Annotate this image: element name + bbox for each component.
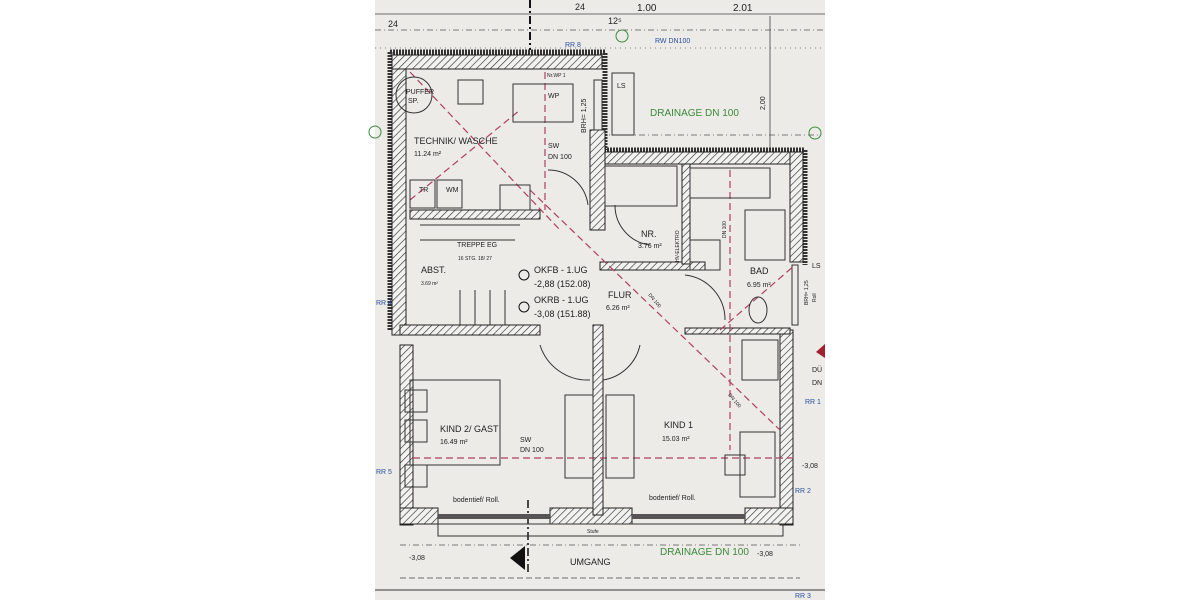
sewer-label: SW <box>548 143 560 150</box>
pipe-label: RR 1 <box>805 399 821 406</box>
fixture-label: PUFFER <box>406 89 434 96</box>
fixture-label: WP <box>548 93 560 100</box>
room-area: 16.49 m² <box>440 439 468 446</box>
grid-marker-icon <box>808 126 822 140</box>
level-marker-icon <box>518 301 530 313</box>
room-name: TECHNIK/ WASCHE <box>414 136 498 146</box>
grid-marker-icon <box>368 125 382 139</box>
sewer-lines <box>409 71 796 459</box>
fixture-label: Nr.WP 1 <box>547 73 566 79</box>
room-area: 11.24 m² <box>414 151 442 158</box>
stairs-label: TREPPE EG <box>457 242 497 249</box>
room-area: 15.03 m² <box>662 436 690 443</box>
level-value: -2,88 (152.08) <box>534 279 591 289</box>
room-name: NR. <box>641 229 657 239</box>
dim-label: 2.01 <box>733 3 753 14</box>
dimension-lines <box>368 0 825 591</box>
drainage-label: DRAINAGE DN 100 <box>660 547 749 558</box>
grid-marker-icon <box>615 29 629 43</box>
pipe-label: RR 4 <box>376 300 392 307</box>
fixture-label: HV-ELEKTRO <box>675 230 681 262</box>
pipe-label: RW DN100 <box>655 38 690 45</box>
windows <box>437 79 799 537</box>
room-name: KIND 1 <box>664 420 693 430</box>
fixture-label: Roll <box>812 293 818 302</box>
fixtures <box>395 72 825 498</box>
room-area: 3.76 m² <box>638 243 662 250</box>
pipe-label: RR 5 <box>376 469 392 476</box>
room-name: UMGANG <box>570 557 611 567</box>
dim-label: 12⁵ <box>608 16 622 26</box>
level-value: -3,08 <box>409 555 425 562</box>
room-name: FLUR <box>608 290 632 300</box>
dim-label: 1.00 <box>637 3 657 14</box>
fixture-label: LS <box>812 263 821 270</box>
pipe-label: RR 2 <box>795 488 811 495</box>
fixture-label: TR <box>419 187 428 194</box>
window-label: bodentief/ Roll. <box>453 497 500 504</box>
pipe-label: RR 8 <box>565 42 581 49</box>
step-label: Stufe <box>587 529 599 535</box>
level-label: OKRB - 1.UG <box>534 295 589 305</box>
fixture-label: LS <box>617 83 626 90</box>
fixture-label: BRH= 1,25 <box>804 280 810 305</box>
fixture-label: WM <box>446 187 459 194</box>
level-marker-icon <box>518 269 530 281</box>
outlet-arrow-icon <box>816 344 825 358</box>
heat-pump <box>512 83 574 123</box>
section-arrow-icon <box>510 546 525 570</box>
walls <box>387 49 808 526</box>
sewer-label: DN 100 <box>548 154 572 161</box>
room-name: ABST. <box>421 265 446 275</box>
room-area: 3.69 m² <box>421 281 438 287</box>
sewer-label: DN <box>812 380 822 387</box>
sewer-label: DN 100 <box>520 447 544 454</box>
room-name: BAD <box>750 266 769 276</box>
sewer-label: SW <box>520 437 532 444</box>
stairs-spec: 16 STG. 18/ 27 <box>458 256 492 262</box>
drainage-label: DRAINAGE DN 100 <box>650 108 739 119</box>
fixture-label: BRH= 1,25 <box>581 98 588 133</box>
dim-label: 24 <box>388 19 398 29</box>
window-label: bodentief/ Roll. <box>649 495 696 502</box>
sewer-label: DN 100 <box>722 221 728 238</box>
level-value: -3,08 <box>802 463 818 470</box>
level-value: -3,08 (151.88) <box>534 309 591 319</box>
dim-label: 24 <box>575 2 585 12</box>
room-name: KIND 2/ GAST <box>440 424 499 434</box>
pipe-label: RR 3 <box>795 593 811 600</box>
buffer-tank <box>395 76 433 114</box>
sewer-label: DÜ <box>812 366 822 374</box>
level-value: -3,08 <box>757 551 773 558</box>
level-label: OKFB - 1.UG <box>534 265 588 275</box>
fixture-label: SP. <box>408 98 418 105</box>
room-area: 6.95 m² <box>747 282 771 289</box>
room-area: 6.26 m² <box>606 305 630 312</box>
dim-label: 2,00 <box>760 96 767 110</box>
